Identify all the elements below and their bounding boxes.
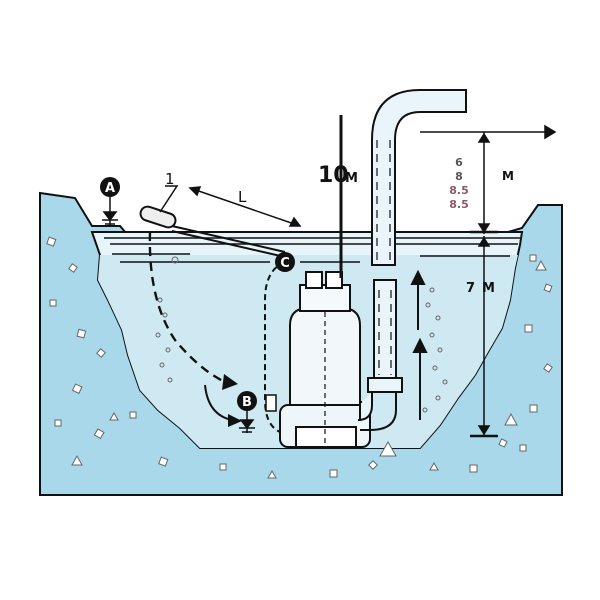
submersion-unit-label: M [482, 281, 495, 296]
head-value-3: 8.5 [449, 184, 469, 197]
point-a-label: A [105, 181, 115, 196]
discharge-pipe [357, 89, 467, 431]
head-values-list: 6 8 8.5 8.5 [449, 156, 469, 211]
pump-cable [264, 261, 286, 433]
point-b-label: B [242, 395, 252, 410]
discharge-direction-arrow [420, 124, 557, 140]
point-b-marker [237, 391, 257, 411]
submersible-pump [279, 271, 371, 448]
level-sensor [265, 394, 277, 412]
float-switch [139, 205, 286, 258]
submersion-value-label: 7 [466, 281, 475, 296]
head-value-4: 8.5 [449, 198, 469, 211]
head-unit-label: M [502, 169, 514, 183]
depth-value-label: 10 [318, 163, 349, 188]
water-surface-lines [104, 237, 520, 263]
submersion-dimension [470, 236, 498, 438]
depth-unit-label: M [345, 171, 358, 186]
float-cable-path [148, 231, 226, 384]
head-dimension [470, 132, 498, 234]
float-cable-arrow-head [222, 374, 238, 390]
ground-triangles [71, 259, 547, 479]
point-a-level-symbol [102, 197, 118, 225]
upflow-arrows [410, 269, 428, 420]
cable-length-label: L [238, 188, 247, 206]
head-value-2: 8 [455, 170, 463, 183]
point-b-level-symbol [239, 411, 255, 433]
flow-arrow-to-b-head [228, 414, 242, 427]
point-c-label: C [280, 256, 290, 271]
head-value-1: 6 [455, 156, 463, 169]
ground-gravel [46, 236, 553, 478]
point-a-marker [100, 177, 120, 197]
cable-length-dimension [188, 186, 302, 227]
float-number-label: 1 [165, 170, 175, 188]
point-c-marker [275, 252, 295, 272]
float-number-leader [159, 185, 179, 213]
